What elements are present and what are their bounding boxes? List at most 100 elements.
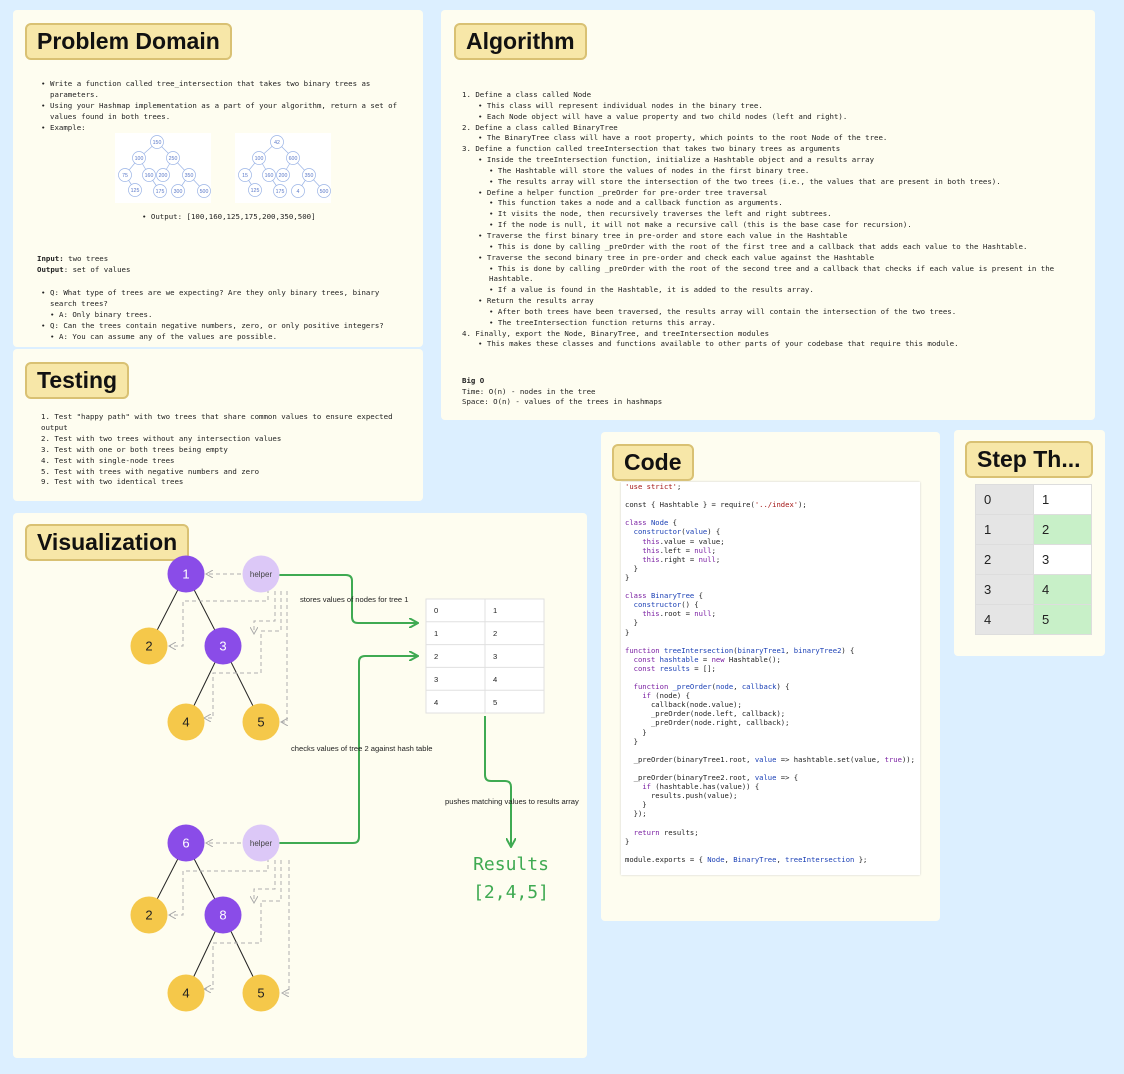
algorithm-step-line: This class will represent individual nod… xyxy=(462,101,1087,112)
big-o-space: Space: O(n) - values of the trees in has… xyxy=(462,397,663,406)
step-value: 2 xyxy=(1033,514,1092,545)
hash-table-index: 0 xyxy=(434,606,438,615)
example-tree-node-label: 15 xyxy=(242,173,248,179)
helper-node xyxy=(242,555,280,593)
example-tree-node xyxy=(238,168,252,182)
example-tree-node-label: 600 xyxy=(289,156,298,162)
output-line: Output: set of values xyxy=(37,265,130,276)
algorithm-step-line: This makes these classes and functions a… xyxy=(462,339,1087,350)
helper-node xyxy=(242,824,280,862)
algorithm-step-line: It visits the node, then recursively tra… xyxy=(462,209,1087,220)
example-tree-node-label: 125 xyxy=(251,188,260,194)
hash-table-index: 3 xyxy=(434,675,438,684)
step-value: 1 xyxy=(1033,484,1092,515)
example-tree-node xyxy=(262,168,276,182)
example-tree-node xyxy=(118,168,132,182)
problem-domain-card: Problem Domain Write a function called t… xyxy=(13,10,423,347)
testing-card: Testing 1. Test "happy path" with two tr… xyxy=(13,349,423,501)
code-card: Code 'use strict'; const { Hashtable } =… xyxy=(601,432,940,921)
results-value: [2,4,5] xyxy=(473,882,549,903)
testing-title: Testing xyxy=(25,362,130,399)
hash-table-value: 4 xyxy=(493,675,497,684)
visualization-card: Visualization xyxy=(13,513,587,1058)
example-tree-node xyxy=(156,168,170,182)
tree-1-node-label: 5 xyxy=(257,715,264,730)
example-tree-node-label: 500 xyxy=(200,189,209,195)
algorithm-step-line: This is done by calling _preOrder with t… xyxy=(462,264,1087,286)
problem-bullets: Write a function called tree_intersectio… xyxy=(41,79,411,134)
tree-2-node-label: 2 xyxy=(145,908,152,923)
tree-1-node-label: 3 xyxy=(219,639,226,654)
tree-2-node xyxy=(167,974,205,1012)
example-tree-node-label: 350 xyxy=(185,173,194,179)
example-tree-node-label: 300 xyxy=(174,189,183,195)
example-tree-node-label: 100 xyxy=(255,156,264,162)
algorithm-step-line: Return the results array xyxy=(462,296,1087,307)
hash-table-value: 3 xyxy=(493,652,497,661)
example-tree-node-label: 160 xyxy=(265,173,274,179)
tree-2-node-label: 5 xyxy=(257,986,264,1001)
example-output: • Output: [100,160,125,175,200,350,500] xyxy=(142,212,316,221)
example-tree-node-label: 175 xyxy=(156,189,165,195)
example-tree-node-label: 42 xyxy=(274,140,280,146)
hash-table: 0 1 1 2 2 3 3 4 4 5 xyxy=(425,598,545,714)
example-tree-node-label: 4 xyxy=(297,189,300,195)
tree-1-node-label: 4 xyxy=(182,715,189,730)
algorithm-steps: 1. Define a class called NodeThis class … xyxy=(462,90,1087,350)
algorithm-step-line: Each Node object will have a value prope… xyxy=(462,112,1087,123)
algorithm-step-line: 3. Define a function called treeIntersec… xyxy=(462,144,841,154)
test-item: 9. Test with two identical trees xyxy=(41,477,184,487)
example-tree-node-label: 350 xyxy=(305,173,314,179)
algorithm-step-line: Define a helper function _preOrder for p… xyxy=(462,188,1087,199)
results-title: Results xyxy=(473,854,549,875)
step-index: 1 xyxy=(975,514,1034,545)
question: Q: Can the trees contain negative number… xyxy=(41,321,401,332)
helper-node-label: helper xyxy=(250,570,273,579)
example-tree-node xyxy=(248,183,262,197)
step-index: 2 xyxy=(975,544,1034,575)
example-tree-node-label: 250 xyxy=(169,156,178,162)
hash-table-value: 1 xyxy=(493,606,497,615)
code-block: 'use strict'; const { Hashtable } = requ… xyxy=(621,482,920,875)
example-tree-node xyxy=(276,168,290,182)
example-tree-node xyxy=(291,184,305,198)
big-o-time: Time: O(n) - nodes in the tree xyxy=(462,386,596,396)
step-index: 0 xyxy=(975,484,1034,515)
example-tree-node xyxy=(302,168,316,182)
algorithm-step-line: Traverse the second binary tree in pre-o… xyxy=(462,253,1087,264)
example-tree-node-label: 75 xyxy=(122,173,128,179)
example-tree-node xyxy=(286,151,300,165)
example-tree-node xyxy=(128,183,142,197)
test-item: 5. Test with trees with negative numbers… xyxy=(41,466,260,476)
example-tree-node xyxy=(166,151,180,165)
example-tree-node-label: 500 xyxy=(320,189,329,195)
hash-table-index: 1 xyxy=(434,629,438,638)
tree-2-node xyxy=(130,896,168,934)
algorithm-step-line: 2. Define a class called BinaryTree xyxy=(462,122,618,132)
tree-2-node-label: 6 xyxy=(182,836,189,851)
algorithm-title: Algorithm xyxy=(454,23,587,60)
example-tree-node xyxy=(150,135,164,149)
step-index: 4 xyxy=(975,604,1034,635)
algorithm-step-line: After both trees have been traversed, th… xyxy=(462,307,1087,318)
algorithm-step-line: 1. Define a class called Node xyxy=(462,90,592,99)
qa-list: Q: What type of trees are we expecting? … xyxy=(41,288,401,343)
example-tree-node-label: 200 xyxy=(159,173,168,179)
algorithm-step-line: Traverse the first binary tree in pre-or… xyxy=(462,231,1087,242)
input-label: Input: xyxy=(37,254,64,263)
algorithm-step-line: The Hashtable will store the values of n… xyxy=(462,166,1087,177)
example-output-text: Output: [100,160,125,175,200,350,500] xyxy=(150,212,316,221)
helper-node-label: helper xyxy=(250,839,273,848)
algorithm-step-line: This function takes a node and a callbac… xyxy=(462,198,1087,209)
answer: A: You can assume any of the values are … xyxy=(50,332,401,343)
example-tree-node xyxy=(132,151,146,165)
answer: A: Only binary trees. xyxy=(50,310,401,321)
output-text: : set of values xyxy=(63,265,131,274)
example-tree-node xyxy=(171,184,185,198)
